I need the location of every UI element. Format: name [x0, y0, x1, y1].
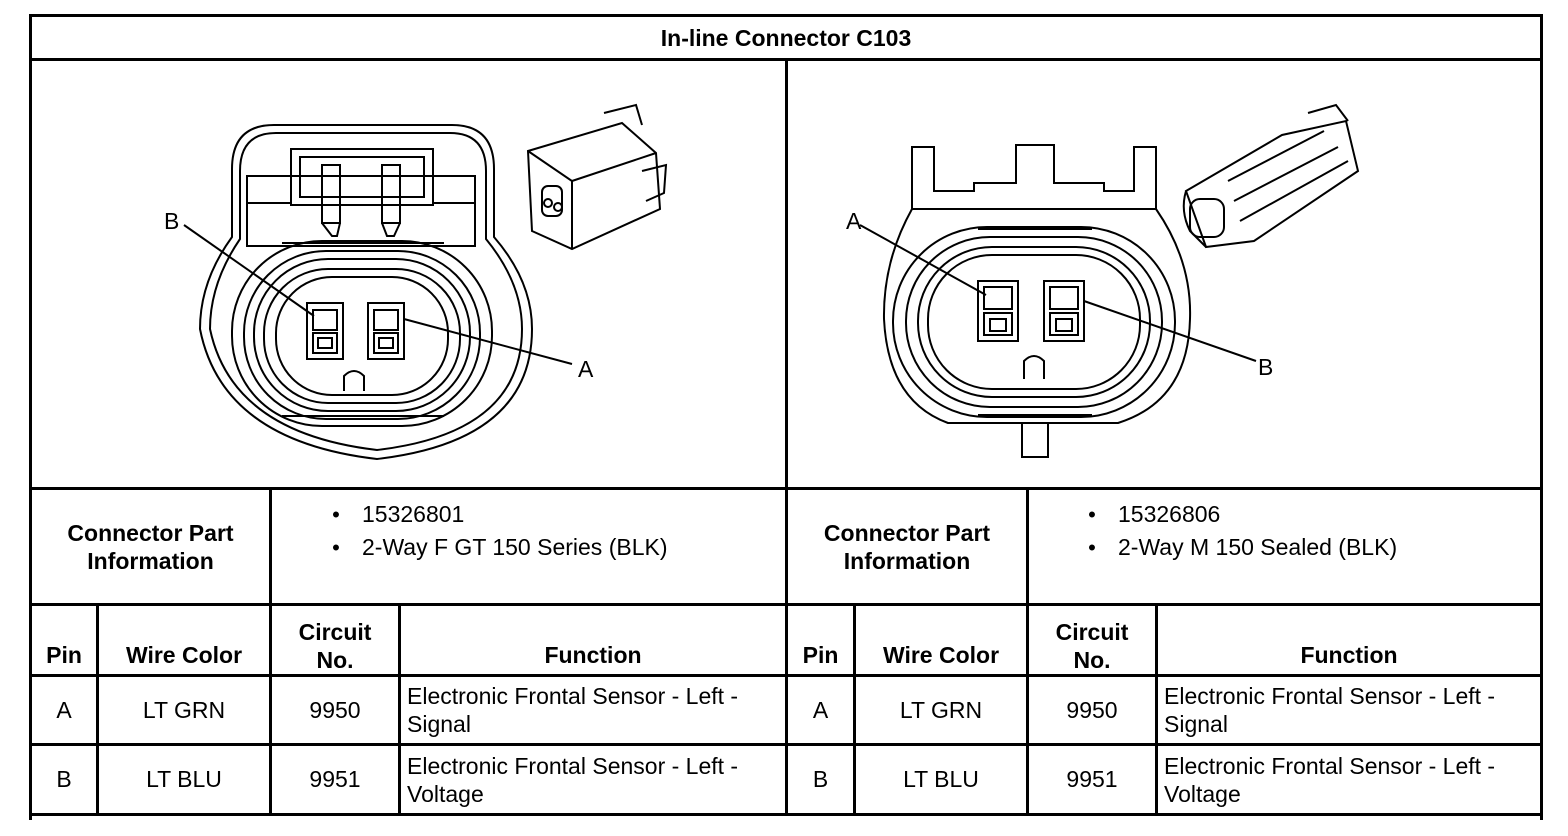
header-function: Function [1300, 642, 1398, 668]
part-description: 2-Way F GT 150 Series (BLK) [362, 534, 668, 560]
list-item: •15326806 [1088, 501, 1221, 527]
function-cell: Electronic Frontal Sensor - Left - Signa… [1164, 683, 1496, 737]
right-leader-b [1083, 300, 1257, 362]
left-seal-ring [231, 240, 493, 427]
right-connector-3d [1182, 103, 1360, 249]
divider [398, 603, 401, 816]
left-part-list: •15326801 •2-Way F GT 150 Series (BLK) [310, 498, 667, 564]
pin-cell: A [812, 696, 829, 723]
wire-color-cell: LT BLU [146, 766, 222, 792]
divider [1026, 603, 1029, 816]
right-latch [911, 144, 1157, 209]
left-part-info-label: Connector Part Information [67, 519, 234, 574]
divider [96, 603, 99, 816]
right-leader-a [859, 224, 987, 296]
divider [269, 603, 272, 816]
left-latch [246, 175, 476, 247]
right-cavity-a [977, 280, 1019, 342]
divider [1026, 487, 1029, 605]
function-cell: Electronic Frontal Sensor - Left - Volta… [1164, 752, 1496, 807]
right-label-b: B [1258, 354, 1273, 380]
connector-table-frame [29, 14, 1543, 820]
left-leader-a [403, 318, 573, 365]
pin-cell: A [56, 696, 72, 723]
header-circuit-no: Circuit No. [298, 619, 372, 673]
header-function: Function [544, 642, 642, 668]
left-cavity-b [306, 302, 344, 360]
wire-color-cell: LT GRN [899, 696, 983, 723]
pin-cell: B [812, 766, 829, 792]
left-label-b: B [164, 208, 179, 234]
right-part-info-label: Connector Part Information [823, 519, 991, 574]
page-title: In-line Connector C103 [660, 24, 912, 51]
function-cell: Electronic Frontal Sensor - Left - Signa… [407, 683, 739, 737]
pin-cell: B [56, 766, 72, 792]
left-housing-outline [198, 124, 534, 461]
right-housing-outline [882, 208, 1192, 424]
circuit-cell: 9950 [309, 696, 361, 723]
left-leader-b [183, 224, 315, 317]
list-item: •2-Way M 150 Sealed (BLK) [1088, 534, 1398, 560]
list-item: •15326801 [332, 501, 465, 527]
left-connector-3d [526, 103, 668, 251]
right-cavity-b [1043, 280, 1085, 342]
part-description: 2-Way M 150 Sealed (BLK) [1118, 534, 1398, 560]
left-cavity-a [367, 302, 405, 360]
left-label-a: A [578, 356, 594, 382]
circuit-cell: 9950 [1066, 696, 1118, 723]
wire-color-cell: LT BLU [903, 766, 979, 792]
header-circuit-no: Circuit No. [1055, 619, 1129, 673]
header-wire-color: Wire Color [125, 642, 243, 668]
divider [1155, 603, 1158, 816]
wire-color-cell: LT GRN [142, 696, 226, 723]
right-label-a: A [846, 208, 862, 234]
right-connector-diagram: A B [846, 103, 1360, 458]
right-part-list: •15326806 •2-Way M 150 Sealed (BLK) [1066, 498, 1397, 564]
divider [269, 487, 272, 605]
function-cell: Electronic Frontal Sensor - Left - Volta… [407, 752, 739, 807]
list-item: •2-Way F GT 150 Series (BLK) [332, 534, 668, 560]
divider [785, 58, 788, 816]
part-number: 15326801 [362, 501, 465, 527]
header-wire-color: Wire Color [882, 642, 1000, 668]
right-seal-ring [892, 226, 1176, 418]
part-number: 15326806 [1118, 501, 1221, 527]
divider [853, 603, 856, 816]
left-connector-diagram: B A [164, 103, 668, 461]
header-pin: Pin [46, 642, 82, 668]
circuit-cell: 9951 [1066, 766, 1118, 792]
header-pin: Pin [802, 642, 839, 668]
circuit-cell: 9951 [309, 766, 361, 792]
